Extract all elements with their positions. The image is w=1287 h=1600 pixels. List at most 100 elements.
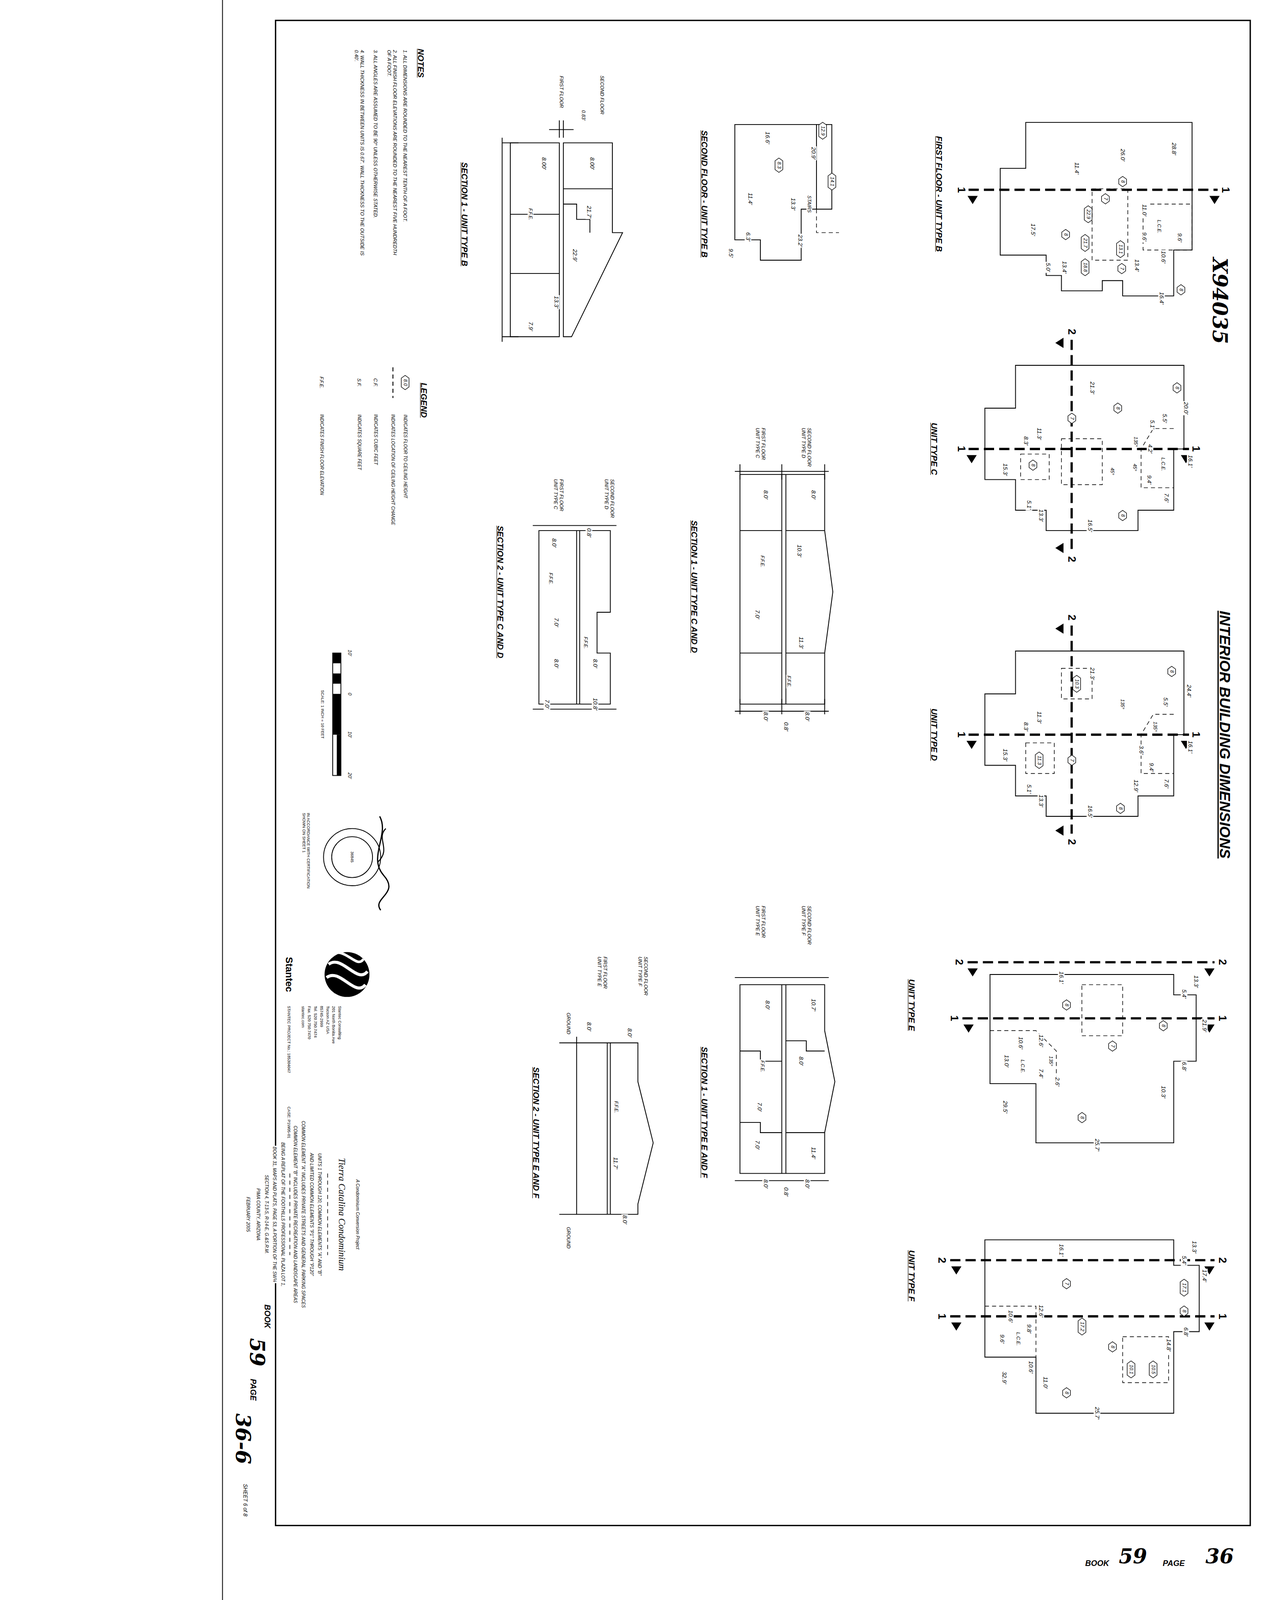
section-e-f-2-part (607, 1043, 608, 1215)
view-title: UNIT TYPE E (906, 978, 917, 1033)
dimension-label: 8.0' (804, 710, 811, 722)
section-e-f-2-part (576, 1036, 578, 1044)
surveyor-stamp-part (331, 836, 373, 878)
stantec-logo (324, 952, 370, 998)
stantec-logo-part (326, 975, 366, 989)
dimension-label: 6.8' (1182, 1326, 1190, 1338)
callout-hexagon: 7 (1108, 1040, 1117, 1052)
dimension-label: 5.1' (1149, 419, 1156, 431)
annotation: S.F. (356, 377, 363, 388)
title-block-rule-part (289, 1173, 290, 1256)
annotation: F.F.E. (527, 207, 534, 222)
floor-plan-b-part (967, 196, 978, 205)
hexagon-shape (1101, 193, 1109, 205)
legend-text: INDICATES FLOOR TO CEILING HEIGHT (402, 413, 408, 500)
section-c-d-1-part (785, 474, 787, 705)
section-marker: 2 (935, 1256, 949, 1265)
callout-hexagon: 8 (1108, 1341, 1117, 1353)
view-title: UNIT TYPE D (929, 707, 939, 762)
section-marker: 1 (935, 1312, 949, 1321)
hexagon-shape (1117, 263, 1126, 274)
callout-hexagon: 21.7 (1080, 234, 1090, 252)
scale-bar (332, 652, 341, 776)
view-title: SECTION 2 - UNIT TYPE C AND D (495, 524, 505, 660)
section-c-d-2-part (576, 530, 578, 705)
dimension-label: 16.1' (1058, 970, 1065, 985)
dimension-label: 3.6' (1137, 744, 1145, 756)
unit-plan-f-part (1204, 1322, 1215, 1331)
view-title: UNIT TYPE C (929, 421, 939, 476)
handwritten-mark: X94035 (1207, 257, 1232, 346)
dimension-label: 11.3' (797, 636, 805, 650)
unit-plan-f-part (1122, 1336, 1169, 1383)
callout-hexagon: 8 (1062, 1387, 1071, 1399)
hexagon-shape (1159, 1020, 1168, 1031)
callout-hexagon: 10.3 (1072, 675, 1082, 693)
dimension-label: 16.4' (1157, 291, 1165, 306)
annotation: F.F.E. (583, 636, 589, 650)
section-marker: 1 (1216, 1312, 1230, 1321)
callout-number: 8 (1167, 666, 1176, 678)
dimension-label: 11.3' (1035, 710, 1043, 725)
dimension-label: 23.2' (797, 233, 804, 248)
dimension-label: 8.0' (764, 999, 771, 1011)
dimension-label: 8.00' (540, 156, 548, 171)
unit-plan-c-part (1070, 339, 1073, 551)
callout-number: 8 (1116, 802, 1125, 814)
section-c-d-1-part (740, 530, 825, 653)
callout-number: 7 (1101, 193, 1110, 205)
callout-hexagon: 8 (1172, 382, 1181, 394)
unit-plan-e-part (962, 1017, 1215, 1020)
annotation: 45° (1131, 463, 1138, 473)
callout-number: 8 (1118, 176, 1127, 188)
dimension-label: 8.0' (626, 1027, 634, 1039)
callout-hexagon: 8 (1077, 1112, 1086, 1124)
hexagon-shape (1061, 229, 1070, 240)
callout-hexagon: 12.9 (818, 121, 827, 140)
legend-text: INDICATES CUBIC FEET (372, 413, 379, 467)
section-marker: 1 (955, 186, 968, 194)
dimension-label: 25.7' (1093, 1138, 1101, 1153)
sheet-border-part (275, 20, 1251, 1526)
callout-number: 8 (1180, 1305, 1189, 1318)
dimension-label: 15.3' (1002, 748, 1009, 763)
title-block-text: A Condominium Conversion Project (354, 1178, 361, 1251)
unit-plan-d-part (1055, 623, 1064, 634)
dimension-label: 0.8' (585, 527, 593, 539)
small-text: Stantec Consulting (337, 1005, 342, 1041)
stantec-logo-part (328, 962, 368, 976)
dimension-label: 5.5' (1162, 696, 1170, 708)
unit-plan-e-part (990, 1030, 1057, 1084)
annotation: FIRST FLOOR UNIT TYPE E (596, 956, 608, 1000)
callout-hexagon: 17.2 (1077, 1317, 1086, 1336)
book-page-text: BOOK (262, 1303, 273, 1330)
unit-plan-e-part (967, 968, 978, 977)
dimension-label: 22.9' (571, 248, 578, 263)
surveyor-stamp-part (377, 828, 386, 863)
dimension-label: 10.3' (795, 544, 803, 559)
floor-plan-b-part (1209, 196, 1220, 205)
annotation: SECOND FLOOR (599, 74, 606, 116)
unit-plan-c-part (966, 455, 977, 464)
view-title: FIRST FLOOR - UNIT TYPE B (933, 135, 944, 253)
unit-plan-e-part (1081, 984, 1123, 1036)
annotation: L.C.E. (1019, 1059, 1026, 1075)
unit-plan-c-part (1055, 542, 1064, 554)
dimension-label: 11.4' (810, 1146, 817, 1161)
small-text: stantec.com (300, 1005, 306, 1029)
dimension-label: 21.3' (1088, 666, 1096, 681)
small-text: Fax. 520.750.7470 (307, 1005, 312, 1041)
view-title: NOTES (415, 47, 426, 79)
callout-hexagon: 7 (1100, 193, 1110, 205)
section-marker: 2 (1065, 613, 1079, 622)
unit-plan-f-part (950, 1259, 1215, 1262)
callout-number: 8 (1028, 459, 1037, 471)
book-page-text: PAGE (1161, 1559, 1186, 1569)
dimension-label: 13.3' (1192, 974, 1200, 989)
callout-hexagon: 8 (1179, 1305, 1189, 1318)
dimension-label: 5.1' (1025, 499, 1033, 511)
hexagon-shape (1062, 1278, 1071, 1289)
hexagon-shape (1078, 1112, 1086, 1123)
dimension-label: 6.8' (1180, 1061, 1188, 1073)
